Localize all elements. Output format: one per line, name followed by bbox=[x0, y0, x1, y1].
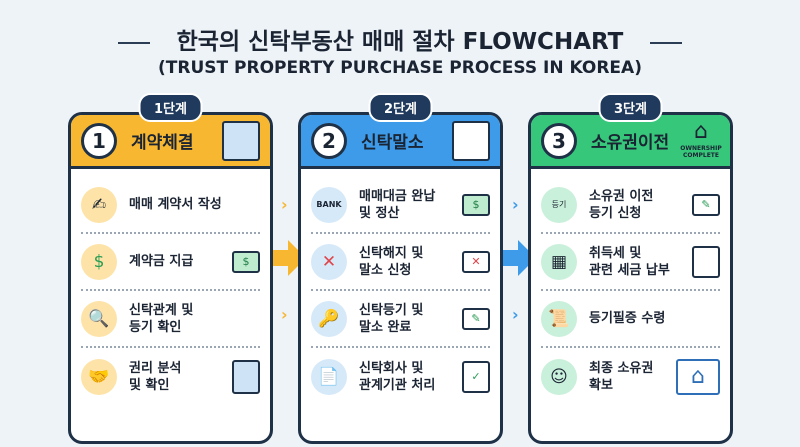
cash-icon: $ bbox=[232, 250, 260, 273]
magnifier-document-icon: 🔍 bbox=[81, 300, 117, 337]
item-text: 신탁해지 및 말소 신청 bbox=[359, 245, 424, 278]
chevron-right-icon: › bbox=[281, 305, 288, 324]
item-text: 취득세 및 관련 세금 납부 bbox=[589, 245, 670, 278]
list-item: ▦ 취득세 및 관련 세금 납부 bbox=[541, 234, 720, 291]
list-item: ✕ 신탁해지 및 말소 신청 ✕ bbox=[311, 234, 490, 291]
stage-badge: 3단계 bbox=[598, 93, 663, 122]
bank-icon: BANK bbox=[311, 186, 347, 223]
handshake-icon: 🤝 bbox=[81, 358, 117, 395]
list-item: 🔑 신탁등기 및 말소 완료 ✎ bbox=[311, 291, 490, 348]
title-decoration bbox=[118, 42, 150, 44]
page-subtitle: (TRUST PROPERTY PURCHASE PROCESS IN KORE… bbox=[158, 58, 642, 78]
form-pen-icon: ✎ bbox=[692, 193, 720, 216]
item-text: 매매대금 완납 및 정산 bbox=[359, 188, 436, 221]
happy-owner-icon: ☺ bbox=[541, 358, 577, 395]
stage-name: 계약체결 bbox=[131, 133, 194, 153]
house-icon: ⌂OWNERSHIP COMPLETE bbox=[676, 119, 726, 159]
building-icon bbox=[222, 121, 260, 161]
item-text: 계약금 지급 bbox=[129, 254, 194, 269]
stage-card-1: 1단계 1 계약체결 ✍ 매매 계약서 작성 $ 계약금 지급 $ 🔍 신탁관계 및 등… bbox=[68, 93, 273, 444]
item-text: 권리 분석 및 확인 bbox=[129, 360, 182, 393]
ownership-caption: OWNERSHIP COMPLETE bbox=[680, 145, 722, 159]
stage-number: 2 bbox=[311, 122, 347, 159]
stage-name: 소유권이전 bbox=[591, 133, 670, 153]
item-text: 최종 소유권 확보 bbox=[589, 360, 654, 393]
item-text: 등기필증 수령 bbox=[589, 311, 666, 326]
stage-badge: 1단계 bbox=[138, 93, 203, 122]
receipt-icon bbox=[692, 245, 720, 278]
calculator-icon: ▦ bbox=[541, 243, 577, 280]
contract-sign-icon: ✍ bbox=[81, 186, 117, 223]
stage-badge: 2단계 bbox=[368, 93, 433, 122]
list-item: 📜 등기필증 수령 bbox=[541, 291, 720, 348]
cancel-document-icon: ✕ bbox=[311, 243, 347, 280]
key-hand-icon: 🔑 bbox=[311, 300, 347, 337]
list-item: ✍ 매매 계약서 작성 bbox=[81, 177, 260, 234]
document-person-icon: 📄 bbox=[311, 358, 347, 395]
stage-header: 2 신탁말소 bbox=[301, 115, 500, 169]
item-text: 소유권 이전 등기 신청 bbox=[589, 188, 654, 221]
chevron-right-icon: › bbox=[281, 195, 288, 214]
stage-card-2: 2단계 2 신탁말소 BANK 매매대금 완납 및 정산 $ ✕ 신탁해지 및 말소 … bbox=[298, 93, 503, 444]
list-item: BANK 매매대금 완납 및 정산 $ bbox=[311, 177, 490, 234]
gavel-document-icon bbox=[452, 121, 490, 161]
stage-number: 3 bbox=[541, 122, 577, 159]
page-title: 한국의 신탁부동산 매매 절차 FLOWCHART bbox=[176, 29, 624, 55]
stage-name: 신탁말소 bbox=[361, 133, 424, 153]
title-decoration bbox=[650, 42, 682, 44]
list-item: 등기 소유권 이전 등기 신청 ✎ bbox=[541, 177, 720, 234]
certificate-hand-icon: 📜 bbox=[541, 300, 577, 337]
list-item: $ 계약금 지급 $ bbox=[81, 234, 260, 291]
building-icon bbox=[232, 359, 260, 394]
document-cancel-icon: ✕ bbox=[462, 250, 490, 273]
list-item: 📄 신탁회사 및 관계기관 처리 ✓ bbox=[311, 348, 490, 405]
stage-header: 3 소유권이전 ⌂OWNERSHIP COMPLETE bbox=[531, 115, 730, 169]
chevron-right-icon: › bbox=[512, 195, 519, 214]
chevron-right-icon: › bbox=[512, 305, 519, 324]
cash-exchange-icon: $ bbox=[462, 193, 490, 216]
list-item: ☺ 최종 소유권 확보 ⌂ bbox=[541, 348, 720, 405]
stage-header: 1 계약체결 bbox=[71, 115, 270, 169]
clipboard-check-icon: ✓ bbox=[462, 360, 490, 393]
item-text: 신탁회사 및 관계기관 처리 bbox=[359, 360, 436, 393]
house-icon: ⌂ bbox=[676, 358, 720, 395]
arrow-shaft bbox=[268, 250, 290, 266]
pen-sign-icon: ✎ bbox=[462, 307, 490, 330]
item-text: 신탁관계 및 등기 확인 bbox=[129, 302, 194, 335]
arrow-shaft bbox=[498, 250, 520, 266]
list-item: 🤝 권리 분석 및 확인 bbox=[81, 348, 260, 405]
registry-clipboard-icon: 등기 bbox=[541, 186, 577, 223]
item-text: 신탁등기 및 말소 완료 bbox=[359, 302, 424, 335]
money-bag-icon: $ bbox=[81, 243, 117, 280]
item-text: 매매 계약서 작성 bbox=[129, 197, 222, 212]
stage-number: 1 bbox=[81, 122, 117, 159]
list-item: 🔍 신탁관계 및 등기 확인 bbox=[81, 291, 260, 348]
